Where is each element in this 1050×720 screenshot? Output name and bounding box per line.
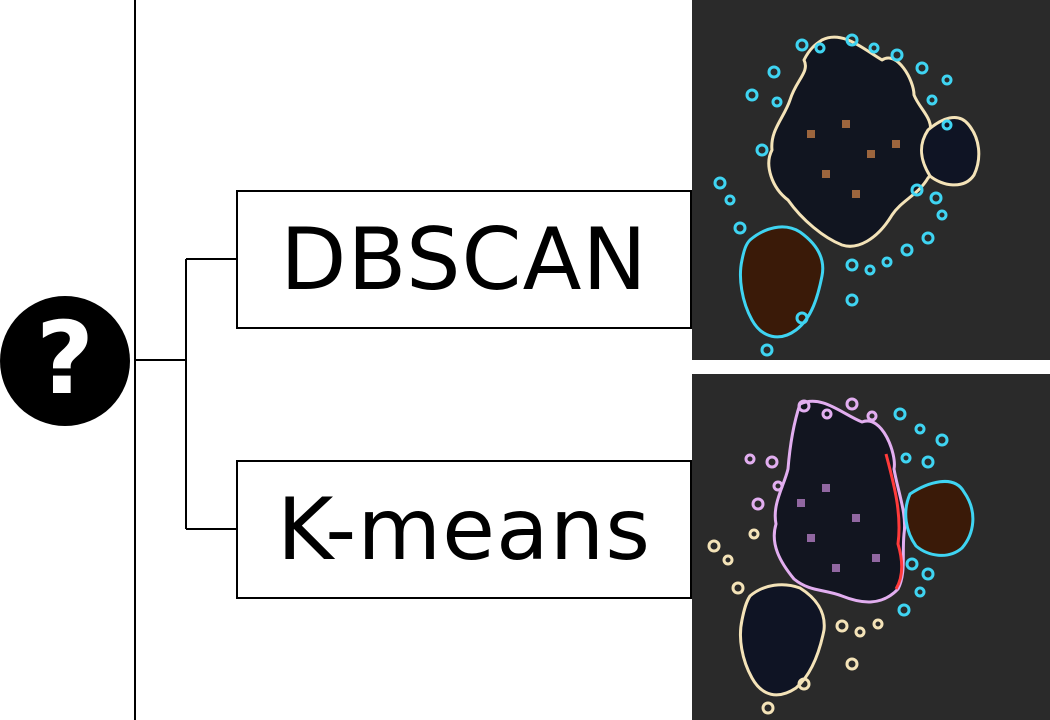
dbscan-right-blob — [920, 115, 981, 187]
dbscan-label-box: DBSCAN — [236, 190, 692, 329]
kmeans-main-cluster — [772, 399, 907, 604]
kmeans-cluster-result-image — [692, 374, 1050, 720]
kmeans-label-box: K-means — [236, 460, 692, 599]
question-mark-circle-icon: ? — [0, 296, 130, 426]
dbscan-main-cluster — [767, 35, 935, 248]
kmeans-red-boundary — [884, 453, 904, 590]
dbscan-lower-blob — [738, 225, 825, 339]
kmeans-label: K-means — [276, 479, 652, 580]
dbscan-label: DBSCAN — [280, 209, 648, 310]
question-glyph: ? — [35, 300, 94, 417]
kmeans-lower-blob — [738, 583, 826, 697]
kmeans-right-blob — [904, 479, 975, 557]
dbscan-cluster-result-image — [692, 0, 1050, 360]
